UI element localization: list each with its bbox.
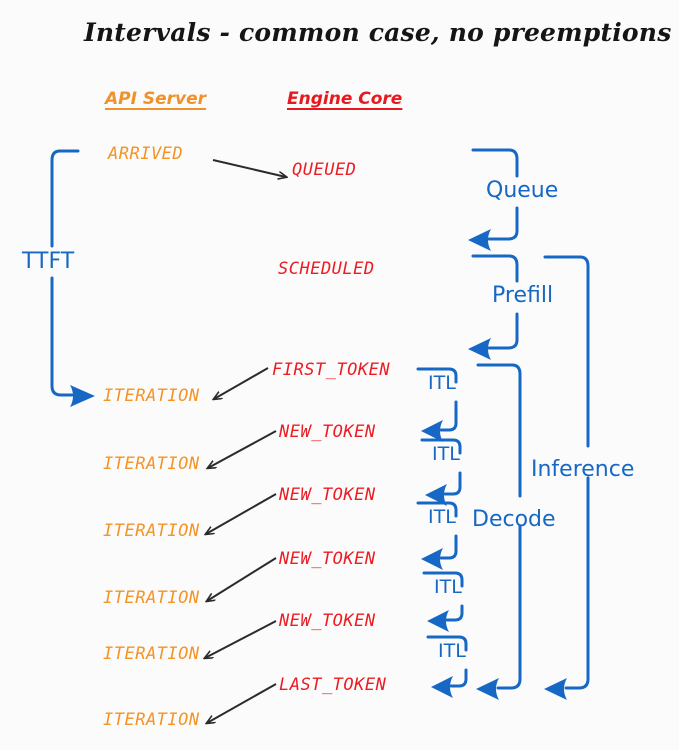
column-header-engine-core: Engine Core	[287, 89, 403, 109]
inference-bracket-top	[543, 255, 590, 448]
itl-bracket-5-bottom	[449, 668, 468, 688]
label-queue: Queue	[486, 178, 559, 203]
itl-bracket-4-bottom	[445, 604, 464, 622]
label-itl-2: ITL	[432, 443, 460, 465]
state-iteration-2: ITERATION	[103, 454, 200, 474]
column-header-api-server: API Server	[105, 89, 207, 109]
decode-bracket-top	[476, 363, 522, 498]
itl-bracket-5-top	[426, 635, 468, 652]
black-transition-arrows	[205, 159, 286, 723]
state-iteration-4: ITERATION	[103, 588, 200, 608]
label-decode: Decode	[472, 507, 556, 532]
ttft-bracket-upper	[50, 149, 80, 248]
state-iteration-5: ITERATION	[103, 644, 200, 664]
queue-bracket-bottom	[487, 206, 519, 241]
label-itl-1: ITL	[428, 372, 456, 394]
state-first-token: FIRST_TOKEN	[272, 360, 391, 380]
inference-arrowhead	[544, 678, 567, 700]
queue-arrowhead	[468, 229, 491, 251]
ttft-bracket-lower	[50, 276, 74, 397]
queue-bracket-top	[471, 148, 519, 178]
itl-bracket-1-top	[416, 367, 458, 384]
state-new-token-3: NEW_TOKEN	[279, 549, 376, 569]
state-iteration-1: ITERATION	[103, 386, 200, 406]
state-last-token: LAST_TOKEN	[279, 675, 387, 695]
itl-arrowhead-1	[421, 420, 443, 442]
itl-bracket-3-top	[416, 501, 458, 518]
arrow-new-token-2-to-iteration	[206, 493, 277, 534]
itl-arrowhead-4	[427, 610, 449, 632]
label-itl-3: ITL	[428, 506, 456, 528]
inference-bracket-bottom	[564, 476, 590, 690]
state-new-token-2: NEW_TOKEN	[279, 485, 376, 505]
prefill-arrowhead	[468, 338, 491, 360]
itl-bracket-3-bottom	[439, 534, 458, 560]
label-itl-4: ITL	[434, 576, 462, 598]
arrow-last-token-to-iteration	[207, 683, 277, 723]
state-iteration-3: ITERATION	[103, 521, 200, 541]
state-queued: QUEUED	[292, 160, 357, 180]
ttft-arrowhead	[70, 385, 95, 407]
state-iteration-6: ITERATION	[103, 710, 200, 730]
itl-arrowhead-2	[425, 484, 447, 506]
arrow-first-token-to-iteration	[214, 367, 269, 399]
arrow-arrived-to-queued	[212, 159, 286, 177]
state-scheduled: SCHEDULED	[278, 259, 375, 279]
state-arrived: ARRIVED	[108, 144, 184, 164]
itl-bracket-2-bottom	[443, 471, 462, 496]
itl-bracket-2-top	[420, 438, 462, 455]
itl-bracket-1-bottom	[439, 400, 458, 432]
label-ttft: TTFT	[22, 249, 75, 274]
arrow-new-token-4-to-iteration	[205, 620, 277, 658]
label-itl-5: ITL	[438, 640, 466, 662]
label-inference: Inference	[531, 457, 635, 482]
itl-arrowhead-3	[421, 548, 443, 570]
decode-arrowhead	[476, 678, 499, 700]
prefill-bracket-bottom	[487, 312, 519, 350]
arrow-new-token-3-to-iteration	[207, 557, 277, 601]
label-prefill: Prefill	[492, 283, 554, 308]
state-new-token-4: NEW_TOKEN	[279, 611, 376, 631]
prefill-bracket-top	[471, 254, 519, 283]
itl-bracket-4-top	[422, 571, 464, 588]
page-title: Intervals - common case, no preemptions	[84, 18, 672, 47]
state-new-token-1: NEW_TOKEN	[279, 422, 376, 442]
arrow-new-token-1-to-iteration	[208, 430, 277, 468]
itl-arrowhead-5	[431, 676, 453, 698]
decode-bracket-bottom	[496, 524, 522, 690]
